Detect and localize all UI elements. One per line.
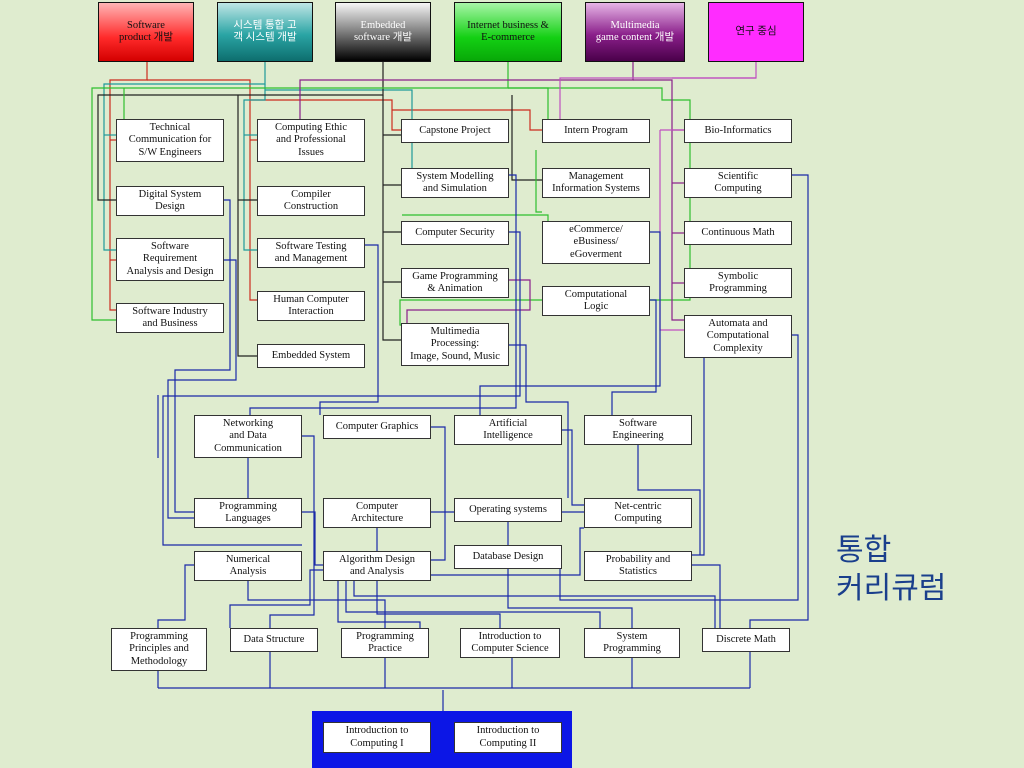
- connector-blue: [562, 429, 584, 506]
- course-discrete-math: Discrete Math: [702, 628, 790, 652]
- track-research: 연구 중심: [708, 2, 804, 62]
- connector-blue: [302, 511, 323, 566]
- connector-green: [508, 87, 549, 119]
- connector-red: [109, 62, 148, 311]
- course-software-testing: Software Testing and Management: [257, 238, 365, 268]
- connector-blue: [229, 569, 323, 628]
- course-operating-systems: Operating systems: [454, 498, 562, 522]
- course-technical-communication: Technical Communication for S/W Engineer…: [116, 119, 224, 162]
- course-capstone-project: Capstone Project: [401, 119, 509, 143]
- course-data-structure: Data Structure: [230, 628, 318, 652]
- course-computing-ethic: Computing Ethic and Professional Issues: [257, 119, 365, 162]
- connector-green: [91, 62, 509, 321]
- connector-blue: [692, 344, 792, 556]
- course-automata: Automata and Computational Complexity: [684, 315, 792, 358]
- connector-blue: [611, 299, 657, 415]
- connector-purple: [406, 279, 531, 323]
- connector-purple: [299, 62, 634, 119]
- course-probability-statistics: Probability and Statistics: [584, 551, 692, 581]
- connector-magenta: [559, 62, 757, 119]
- course-programming-principles: Programming Principles and Methodology: [111, 628, 207, 671]
- course-introduction-computing-1: Introduction to Computing I: [323, 722, 431, 753]
- connector-blue: [353, 581, 716, 628]
- connector-black: [511, 95, 542, 181]
- connector-blue: [167, 259, 237, 519]
- course-digital-system-design: Digital System Design: [116, 186, 224, 216]
- connector-purple: [633, 79, 684, 321]
- connector-blue: [319, 244, 379, 415]
- course-networking: Networking and Data Communication: [194, 415, 302, 458]
- connector-blue: [431, 527, 584, 576]
- connector-blue: [376, 581, 501, 628]
- course-programming-practice: Programming Practice: [341, 628, 429, 658]
- connector-blue: [637, 445, 701, 555]
- course-multimedia-processing: Multimedia Processing: Image, Sound, Mus…: [401, 323, 509, 366]
- course-computer-architecture: Computer Architecture: [323, 498, 431, 528]
- connector-blue: [749, 174, 809, 628]
- page-heading: 통합 커리큐럼: [836, 533, 947, 606]
- connector-blue: [479, 231, 661, 415]
- course-compiler-construction: Compiler Construction: [257, 186, 365, 216]
- course-artificial-intelligence: Artificial Intelligence: [454, 415, 562, 445]
- course-algorithm-design: Algorithm Design and Analysis: [323, 551, 431, 581]
- course-software-engineering: Software Engineering: [584, 415, 692, 445]
- connector-green: [399, 87, 691, 326]
- connector-blue: [174, 199, 231, 513]
- connector-red: [392, 109, 542, 131]
- connector-blue: [269, 435, 315, 628]
- connector-red: [250, 99, 401, 131]
- course-management-information-systems: Management Information Systems: [542, 168, 650, 198]
- track-system-integration: 시스템 통합 고 객 시스템 개발: [217, 2, 313, 62]
- connector-blue: [507, 569, 633, 628]
- connector-blue: [157, 564, 194, 628]
- connector-red: [147, 79, 257, 301]
- course-computer-graphics: Computer Graphics: [323, 415, 431, 439]
- track-embedded-software: Embedded software 개발: [335, 2, 431, 62]
- connector-green: [402, 214, 549, 221]
- course-software-industry: Software Industry and Business: [116, 303, 224, 333]
- course-programming-languages: Programming Languages: [194, 498, 302, 528]
- course-numerical-analysis: Numerical Analysis: [194, 551, 302, 581]
- course-introduction-computing-2: Introduction to Computing II: [454, 722, 562, 753]
- course-symbolic-programming: Symbolic Programming: [684, 268, 792, 298]
- track-software-product: Software product 개발: [98, 2, 194, 62]
- connector-blue: [337, 581, 421, 628]
- connector-blue: [345, 581, 601, 628]
- track-internet-business: Internet business & E-commerce: [454, 2, 562, 62]
- connector-green: [535, 150, 542, 213]
- course-system-programming: System Programming: [584, 628, 680, 658]
- connector-blue: [692, 564, 721, 628]
- course-ecommerce: eCommerce/ eBusiness/ eGoverment: [542, 221, 650, 264]
- course-database-design: Database Design: [454, 545, 562, 569]
- connector-blue: [559, 334, 799, 601]
- course-game-programming: Game Programming & Animation: [401, 268, 509, 298]
- connector-teal: [243, 84, 266, 251]
- connector-black: [237, 95, 257, 357]
- connector-blue: [162, 231, 521, 546]
- course-intern-program: Intern Program: [542, 119, 650, 143]
- connector-teal: [103, 62, 266, 251]
- connector-blue: [249, 174, 517, 415]
- course-system-modelling: System Modelling and Simulation: [401, 168, 509, 198]
- course-software-requirement: Software Requirement Analysis and Design: [116, 238, 224, 281]
- course-introduction-computer-science: Introduction to Computer Science: [460, 628, 560, 658]
- course-embedded-system: Embedded System: [257, 344, 365, 368]
- course-scientific-computing: Scientific Computing: [684, 168, 792, 198]
- course-net-centric-computing: Net-centric Computing: [584, 498, 692, 528]
- course-computer-security: Computer Security: [401, 221, 509, 245]
- course-bio-informatics: Bio-Informatics: [684, 119, 792, 143]
- connector-black: [382, 95, 401, 341]
- connector-blue: [431, 426, 446, 561]
- course-human-computer-interaction: Human Computer Interaction: [257, 291, 365, 321]
- course-computational-logic: Computational Logic: [542, 286, 650, 316]
- connector-blue: [509, 344, 569, 498]
- course-continuous-math: Continuous Math: [684, 221, 792, 245]
- connector-black: [97, 62, 384, 201]
- track-multimedia-game: Multimedia game content 개발: [585, 2, 685, 62]
